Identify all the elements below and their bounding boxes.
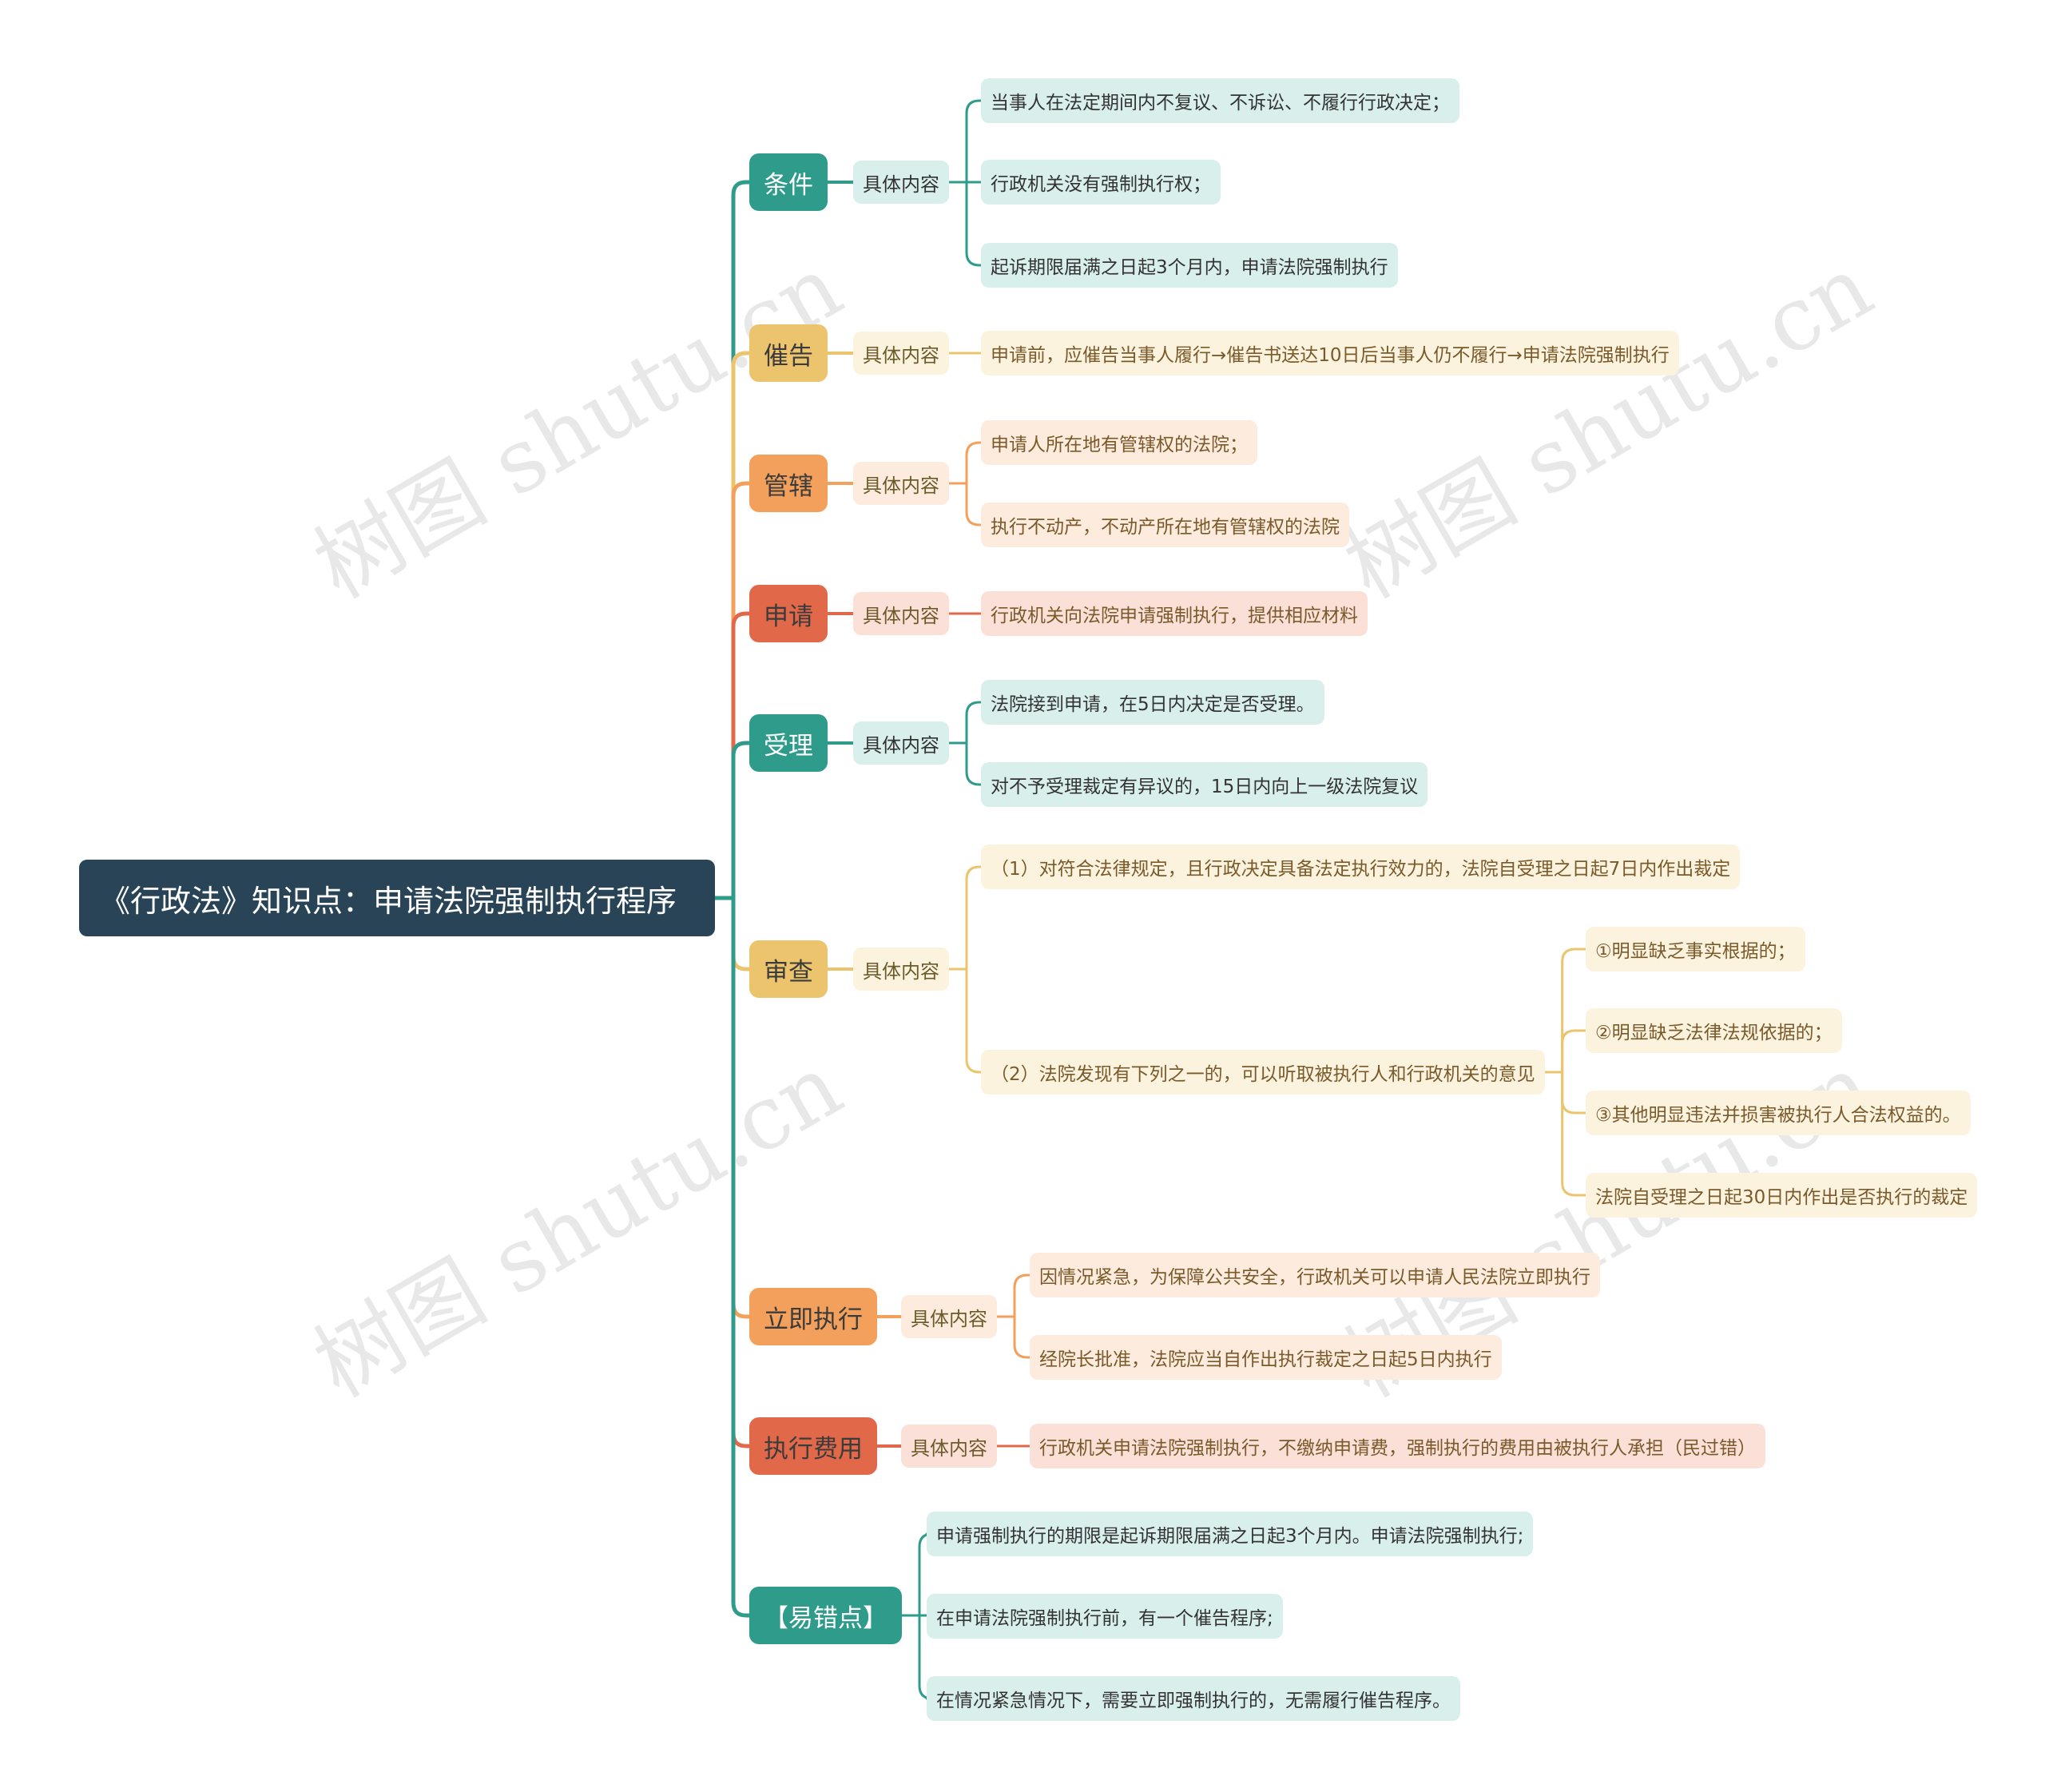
sub-leaf-connector [965, 968, 983, 1074]
root-branch-connector [713, 351, 752, 900]
leaf-conditions-2[interactable]: 行政机关没有强制执行权； [981, 160, 1221, 205]
sub-leaf-connector [965, 99, 983, 184]
leaf-review-1[interactable]: （1）对符合法律规定，且行政决定具备法定执行效力的，法院自受理之日起7日内作出裁… [981, 844, 1741, 889]
leaf-fee-1[interactable]: 行政机关申请法院强制执行，不缴纳申请费，强制执行的费用由被执行人承担（民过错） [1030, 1424, 1765, 1468]
leaf-subleaf-connector [1561, 1071, 1587, 1197]
root-branch-connector [713, 611, 752, 900]
branch-common-mistakes[interactable]: 【易错点】 [749, 1587, 902, 1644]
leaf-subleaf-connector [1561, 1029, 1587, 1074]
leaf-subleaf-connector [1561, 1071, 1587, 1115]
sub-notice-content[interactable]: 具体内容 [853, 332, 949, 375]
sub-leaf-connector [965, 181, 983, 267]
sub-leaf-connector [1013, 1273, 1031, 1318]
leaf-review-2-item-2[interactable]: ②明显缺乏法律法规依据的； [1586, 1008, 1842, 1053]
sub-jurisdiction-content[interactable]: 具体内容 [853, 462, 949, 505]
branch-review[interactable]: 审查 [749, 940, 828, 998]
branch-acceptance[interactable]: 受理 [749, 714, 828, 772]
branch-immediate-execution[interactable]: 立即执行 [749, 1288, 877, 1345]
root-branch-connector [713, 481, 752, 900]
leaf-subleaf-connector [1561, 948, 1587, 1074]
leaf-review-2-item-4[interactable]: 法院自受理之日起30日内作出是否执行的裁定 [1586, 1173, 1978, 1218]
leaf-mistakes-1[interactable]: 申请强制执行的期限是起诉期限届满之日起3个月内。申请法院强制执行; [927, 1512, 1534, 1556]
leaf-acceptance-1[interactable]: 法院接到申请，在5日内决定是否受理。 [981, 680, 1324, 725]
leaf-immediate-1[interactable]: 因情况紧急，为保障公共安全，行政机关可以申请人民法院立即执行 [1030, 1253, 1600, 1297]
sub-leaf-connector [965, 482, 983, 526]
leaf-mistakes-2[interactable]: 在申请法院强制执行前，有一个催告程序; [927, 1594, 1283, 1639]
sub-leaf-connector [965, 741, 983, 786]
leaf-acceptance-2[interactable]: 对不予受理裁定有异议的，15日内向上一级法院复议 [981, 762, 1428, 807]
sub-acceptance-content[interactable]: 具体内容 [853, 721, 949, 765]
sub-conditions-content[interactable]: 具体内容 [853, 161, 949, 204]
branch-application[interactable]: 申请 [749, 585, 828, 642]
sub-leaf-connector [965, 865, 983, 971]
leaf-immediate-2[interactable]: 经院长批准，法院应当自作出执行裁定之日起5日内执行 [1030, 1335, 1502, 1380]
branch-notice[interactable]: 催告 [749, 324, 828, 382]
branch-conditions[interactable]: 条件 [749, 153, 828, 211]
sub-leaf-connector [965, 701, 983, 745]
sub-review-content[interactable]: 具体内容 [853, 948, 949, 991]
leaf-conditions-3[interactable]: 起诉期限届满之日起3个月内，申请法院强制执行 [981, 243, 1398, 288]
sub-fee-content[interactable]: 具体内容 [901, 1424, 997, 1468]
sub-immediate-content[interactable]: 具体内容 [901, 1295, 997, 1338]
leaf-jurisdiction-1[interactable]: 申请人所在地有管辖权的法院； [981, 420, 1257, 465]
root-branch-connector [713, 180, 752, 900]
leaf-notice-1[interactable]: 申请前，应催告当事人履行→催告书送达10日后当事人仍不履行→申请法院强制执行 [981, 331, 1679, 375]
leaf-conditions-1[interactable]: 当事人在法定期间内不复议、不诉讼、不履行行政决定； [981, 78, 1459, 123]
root-topic[interactable]: 《行政法》知识点：申请法院强制执行程序 [79, 860, 715, 936]
leaf-application-1[interactable]: 行政机关向法院申请强制执行，提供相应材料 [981, 591, 1368, 636]
leaf-mistakes-3[interactable]: 在情况紧急情况下，需要立即强制执行的，无需履行催告程序。 [927, 1676, 1460, 1721]
leaf-jurisdiction-2[interactable]: 执行不动产，不动产所在地有管辖权的法院 [981, 503, 1349, 547]
leaf-review-2[interactable]: （2）法院发现有下列之一的，可以听取被执行人和行政机关的意见 [981, 1050, 1545, 1095]
sub-leaf-connector [1013, 1315, 1031, 1359]
branch-jurisdiction[interactable]: 管辖 [749, 455, 828, 512]
root-branch-connector [713, 741, 752, 900]
sub-application-content[interactable]: 具体内容 [853, 592, 949, 635]
leaf-review-2-item-3[interactable]: ③其他明显违法并损害被执行人合法权益的。 [1586, 1091, 1971, 1135]
sub-leaf-connector [965, 441, 983, 485]
leaf-review-2-item-1[interactable]: ①明显缺乏事实根据的； [1586, 927, 1805, 971]
branch-execution-fee[interactable]: 执行费用 [749, 1417, 877, 1475]
root-branch-connector [713, 896, 752, 1618]
